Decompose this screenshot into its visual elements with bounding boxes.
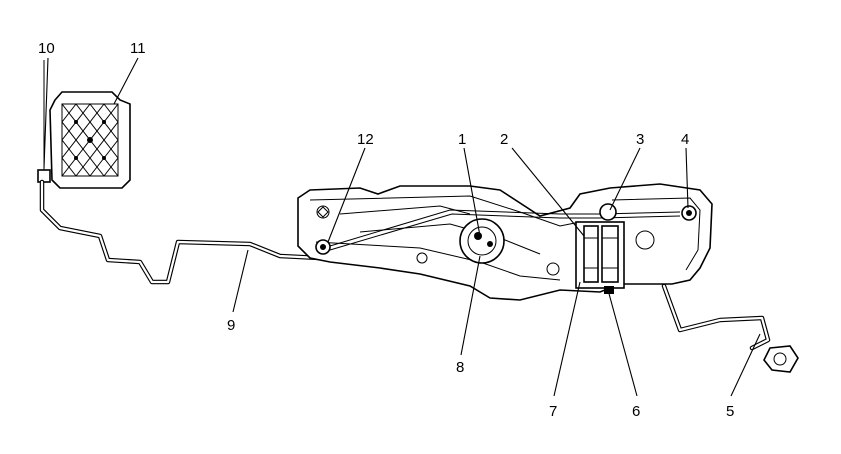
- callout-4: 4: [681, 131, 689, 148]
- leader-lines: [43, 57, 761, 397]
- callout-5: 5: [726, 403, 734, 420]
- fuel-line: [39, 179, 323, 285]
- canister-assembly: [37, 60, 131, 189]
- callout-9: 9: [227, 317, 235, 334]
- callout-10: 10: [38, 40, 55, 57]
- fuel-pump-module: [459, 218, 505, 264]
- callout-1: 1: [458, 131, 466, 148]
- fuel-tank: [297, 183, 713, 301]
- callout-7: 7: [549, 403, 557, 420]
- filler-hose: [661, 283, 799, 373]
- callout-8: 8: [456, 359, 464, 376]
- tank-grommets: [315, 203, 697, 276]
- callout-3: 3: [636, 131, 644, 148]
- callout-12: 12: [357, 131, 374, 148]
- callout-11: 11: [130, 40, 146, 57]
- callout-labels: 1 2 3 4 5 6 7 8 9 10 11 12: [38, 40, 734, 420]
- fuel-filter: [575, 221, 625, 294]
- callout-6: 6: [632, 403, 640, 420]
- callout-2: 2: [500, 131, 508, 148]
